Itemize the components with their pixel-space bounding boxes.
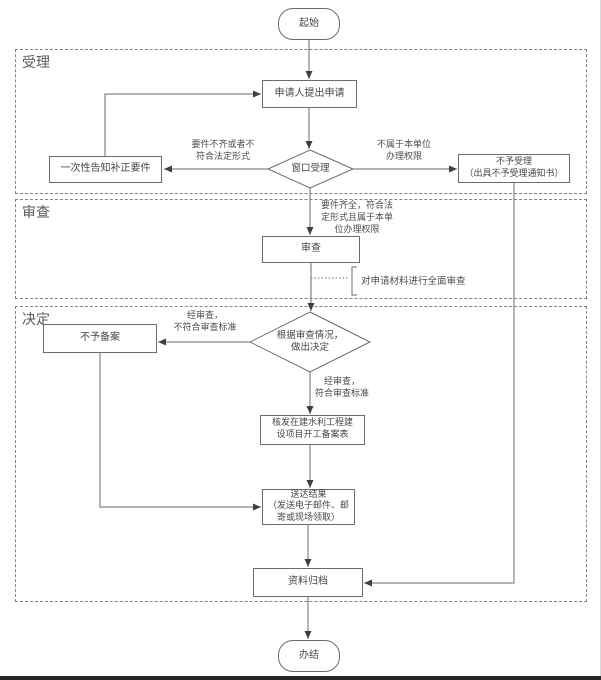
- diamond-decide-shape: [248, 311, 372, 373]
- edge-label-incomplete: 要件不齐或者不 符合法定形式: [191, 140, 255, 163]
- edge-notaccept-to-archive: [364, 183, 515, 587]
- edge-nofiling-to-deliver: [99, 353, 261, 511]
- start-node: 起始: [278, 8, 340, 40]
- section-review: 审查: [15, 199, 587, 299]
- annotation-full-review: 对申请材料进行全面审查: [361, 276, 466, 287]
- edge-label-no-authority: 不属于本单位 办理权限: [376, 140, 431, 163]
- edge-label-fail-review: 经审查， 不符合审查标准: [173, 311, 237, 334]
- section-acceptance: 受理: [15, 49, 587, 194]
- diamond-window-accept-label: 窗口受理: [291, 162, 330, 174]
- diamond-decide-label: 根据审查情况， 做出决定: [276, 329, 344, 353]
- node-review: 审查: [262, 236, 360, 263]
- node-notify-correction: 一次性告知补正要件: [49, 156, 162, 183]
- section-review-label: 审查: [22, 205, 50, 221]
- node-deliver-result: 送达结果 （发送电子邮件、邮 寄或现场领取）: [262, 489, 355, 525]
- end-node: 办结: [278, 640, 340, 672]
- diamond-window-accept-shape: [266, 149, 355, 189]
- node-no-filing: 不予备案: [43, 324, 157, 353]
- edge-label-complete: 要件齐全，符合法 定形式且属于本单 位办理权限: [320, 201, 393, 236]
- edge-notify-to-apply: [104, 90, 261, 156]
- node-issue-form: 核发在建水利工程建 设项目开工备案表: [260, 415, 365, 445]
- node-archive: 资料归档: [253, 568, 363, 597]
- section-acceptance-label: 受理: [22, 55, 50, 71]
- node-not-accept: 不予受理 （出具不予受理通知书）: [458, 154, 570, 183]
- page-bottom-border: [0, 676, 601, 680]
- edge-label-pass-review: 经审查， 符合审查标准: [314, 377, 369, 400]
- node-apply: 申请人提出申请: [262, 80, 357, 108]
- annotation-bracket: [351, 266, 357, 296]
